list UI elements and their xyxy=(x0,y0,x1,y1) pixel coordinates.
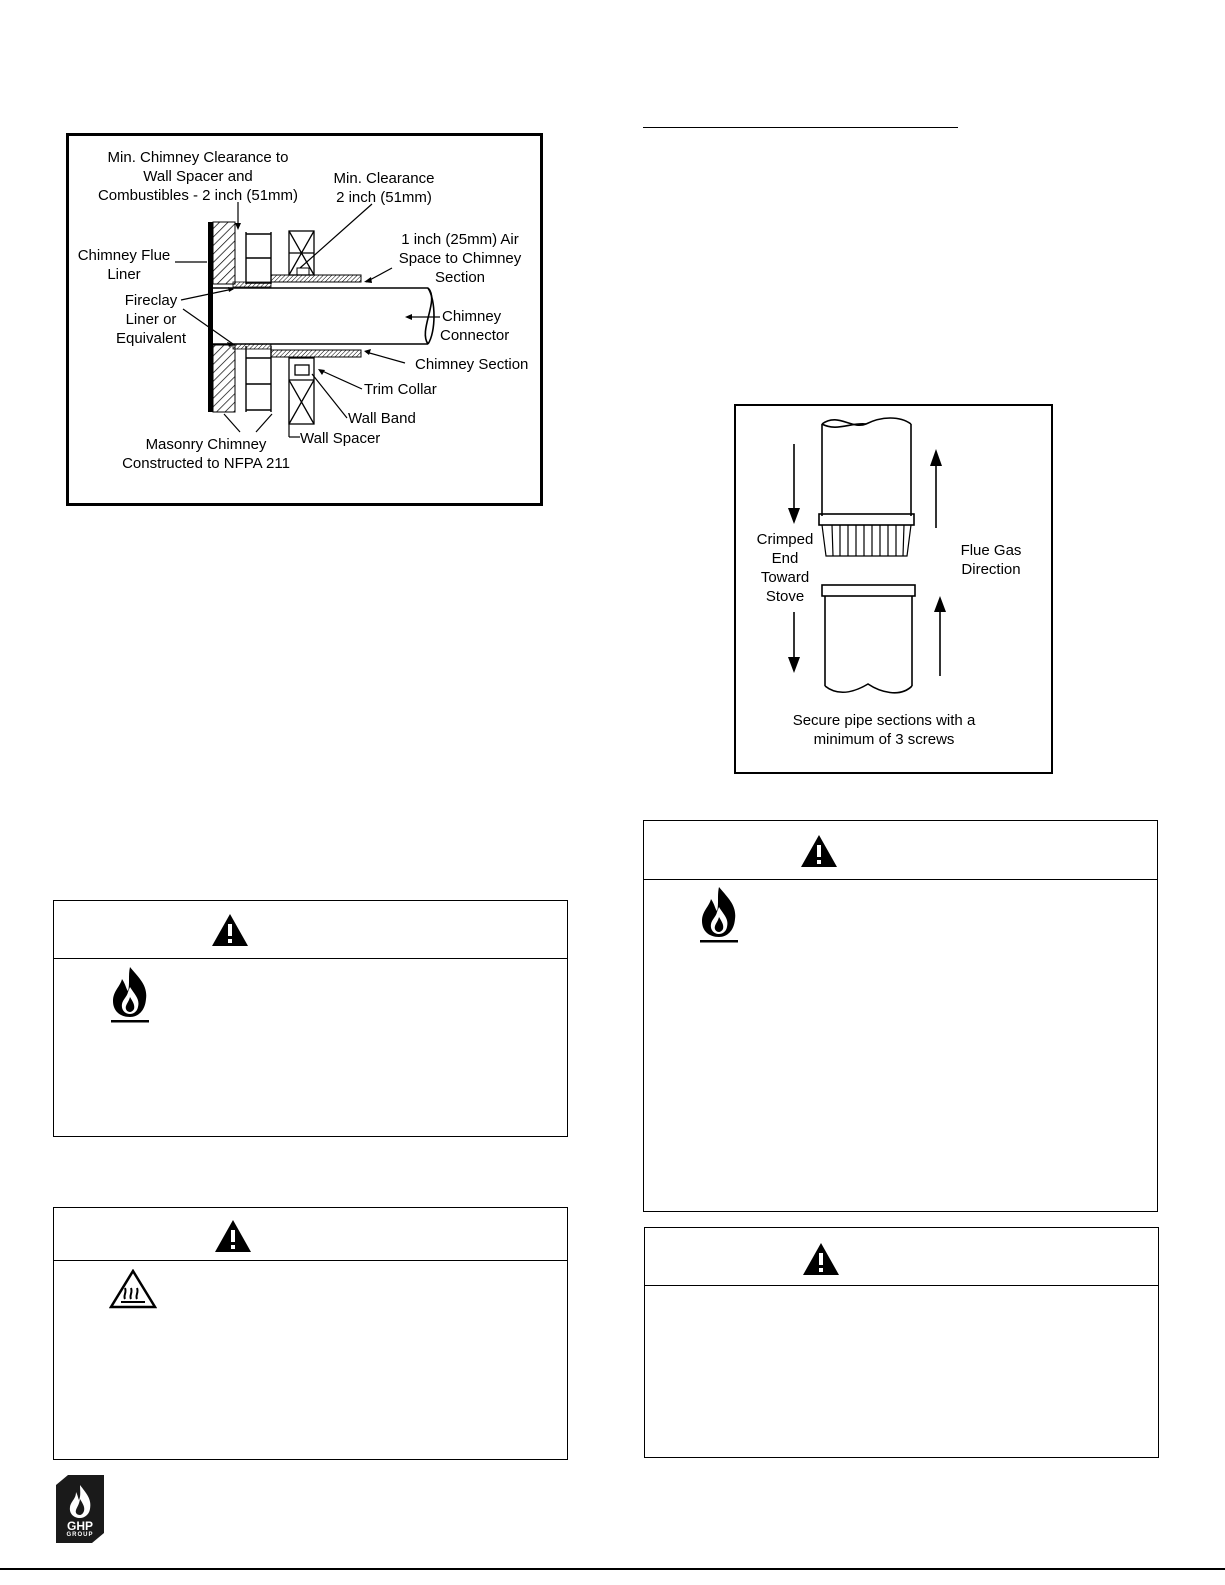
fire-icon xyxy=(700,887,738,943)
label-min-clearance: Min. Clearance 2 inch (51mm) xyxy=(333,170,435,206)
flue-liner xyxy=(208,222,213,412)
crimped-end xyxy=(821,524,912,557)
label-masonry-chimney: Masonry Chimney Constructed to NFPA 211 xyxy=(122,436,290,472)
arrow-down-upper xyxy=(788,508,800,524)
label-flue-gas-direction: Flue Gas Direction xyxy=(960,542,1022,578)
pipe-diagram-drawing xyxy=(788,417,946,694)
clearance-strip-upper xyxy=(232,281,272,288)
warning-header xyxy=(645,1228,1158,1286)
warning-box-left-1 xyxy=(53,900,568,1137)
label-trim-collar: Trim Collar xyxy=(364,381,437,398)
wall-spacer-lower xyxy=(288,357,315,425)
warning-box-right-2 xyxy=(644,1227,1159,1458)
masonry-bricks xyxy=(245,232,272,412)
pipe-diagram-frame xyxy=(734,404,1053,774)
chimney-section-upper xyxy=(270,274,362,283)
fire-icon xyxy=(111,967,149,1023)
label-crimped-end: Crimped End Toward Stove xyxy=(756,531,814,605)
label-min-chimney-clearance: Min. Chimney Clearance to Wall Spacer an… xyxy=(97,149,299,204)
warning-triangle-icon xyxy=(803,1243,839,1275)
warning-triangle-icon xyxy=(212,914,248,946)
label-chimney-connector: Chimney Connector xyxy=(440,308,510,344)
warning-header xyxy=(644,821,1157,880)
fireclay-lower xyxy=(212,344,236,413)
label-air-space: 1 inch (25mm) Air Space to Chimney Secti… xyxy=(398,231,522,286)
label-secure-pipe: Secure pipe sections with a minimum of 3… xyxy=(792,712,976,748)
lower-pipe xyxy=(821,584,916,694)
upper-pipe xyxy=(818,417,915,526)
chimney-diagram-drawing xyxy=(175,202,440,438)
warning-box-right-1 xyxy=(643,820,1158,1212)
warning-header xyxy=(54,901,567,959)
warning-box-left-2 xyxy=(53,1207,568,1460)
arrow-down-lower xyxy=(788,657,800,673)
section-heading-rule xyxy=(643,127,958,128)
label-chimney-flue-liner: Chimney Flue Liner xyxy=(77,247,171,283)
ghp-group-logo xyxy=(56,1475,104,1543)
warning-header xyxy=(54,1208,567,1261)
chimney-connector-pipe xyxy=(213,287,435,345)
warning-triangle-icon xyxy=(801,835,837,867)
label-wall-spacer: Wall Spacer xyxy=(300,430,381,447)
label-fireclay-liner: Fireclay Liner or Equivalent xyxy=(115,292,187,347)
warning-triangle-icon xyxy=(215,1220,251,1252)
arrow-up-lower xyxy=(934,596,946,612)
arrow-up-upper xyxy=(930,449,942,466)
label-chimney-section: Chimney Section xyxy=(415,356,529,373)
leader-arrowheads xyxy=(227,223,412,375)
label-wall-band: Wall Band xyxy=(348,410,416,427)
chimney-section-lower xyxy=(270,349,362,358)
fireclay-upper xyxy=(212,221,236,285)
chimney-diagram-frame xyxy=(66,133,543,506)
direction-arrows xyxy=(793,444,941,676)
footer-rule xyxy=(0,1568,1225,1570)
logo-text: GHP GROUP xyxy=(66,1519,94,1538)
leader-lines xyxy=(175,202,440,438)
hot-surface-icon xyxy=(109,1269,157,1309)
